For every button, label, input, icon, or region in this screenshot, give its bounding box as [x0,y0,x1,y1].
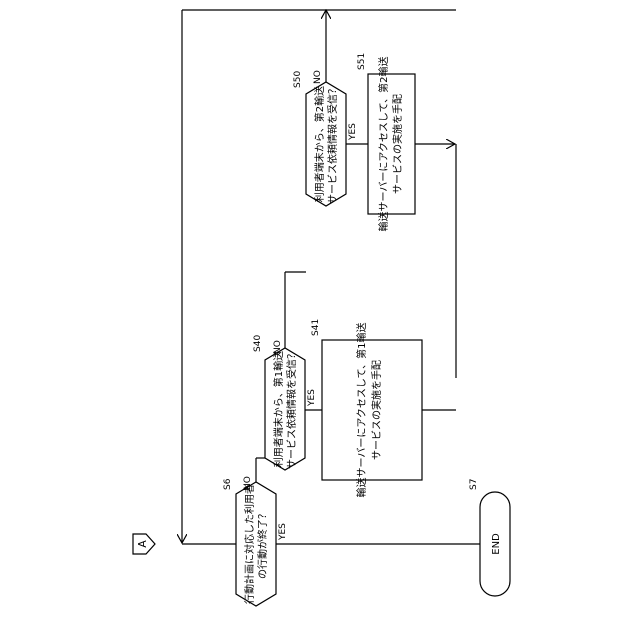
s7-id: S7 [469,479,479,490]
terminal-s7: END S7 [469,479,510,596]
process-s41: 輸送サーバーにアクセスして、第1輸送 サービスの実施を手配 S41 [311,319,422,498]
connector-a-label: A [136,540,149,548]
s40-no-label: NO [273,340,283,354]
decision-s6: 行動計画に対応した利用者 の行動が終了？ S6 YES NO [223,476,288,606]
s40-line1: 利用者端末から、第1輸送 [272,351,285,467]
s40-id: S40 [253,335,263,352]
s50-id: S50 [293,71,303,88]
s50-yes-label: YES [348,123,358,141]
decision-s40: 利用者端末から、第1輸送 サービス依頼情報を受信？ S40 YES NO [253,335,317,470]
s41-line2: サービスの実施を手配 [370,360,383,460]
s51-line1: 輸送サーバーにアクセスして、第2輸送 [377,57,390,232]
decision-s50: 利用者端末から、第2輸送 サービス依頼情報を受信？ S50 YES NO [293,70,358,206]
s51-line2: サービスの実施を手配 [391,94,404,194]
s7-label: END [491,533,502,555]
s50-line2: サービス依頼情報を受信？ [326,84,339,204]
s41-line1: 輸送サーバーにアクセスして、第1輸送 [355,323,368,498]
process-s51: 輸送サーバーにアクセスして、第2輸送 サービスの実施を手配 S51 [357,53,415,232]
s6-no-label: NO [243,476,253,490]
s50-no-label: NO [313,70,323,84]
connector-a: A [133,534,155,554]
s6-line2: の行動が終了？ [256,509,269,579]
s51-id: S51 [357,53,367,70]
s40-line2: サービス依頼情報を受信？ [285,349,298,469]
s6-line1: 行動計画に対応した利用者 [243,484,256,604]
s6-yes-label: YES [278,523,288,541]
s41-id: S41 [311,319,321,336]
s50-line1: 利用者端末から、第2輸送 [313,86,326,202]
s40-yes-label: YES [307,389,317,407]
s6-id: S6 [223,478,233,490]
